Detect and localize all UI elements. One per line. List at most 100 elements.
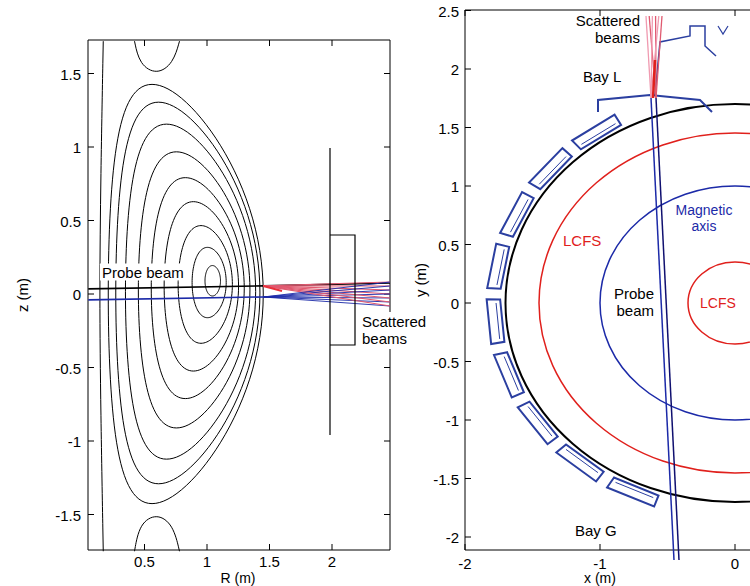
flux-surface bbox=[116, 102, 260, 484]
tick-label: 0 bbox=[73, 287, 81, 302]
tick-label: -2 bbox=[458, 556, 471, 571]
divertor-line bbox=[135, 517, 180, 552]
beam-label: Scattered beams bbox=[360, 312, 436, 349]
scattered-beam bbox=[263, 286, 390, 302]
tick-label: 0 bbox=[451, 296, 459, 311]
lcfs-outer bbox=[539, 133, 750, 473]
scattered-beam bbox=[653, 60, 655, 98]
axis-title: y (m) bbox=[413, 263, 428, 297]
tick-mark bbox=[465, 10, 471, 11]
open-field-line bbox=[100, 41, 103, 551]
lcfs-inner bbox=[688, 262, 750, 344]
bay-port-flange bbox=[581, 124, 615, 145]
tick-mark bbox=[465, 544, 466, 550]
tick-mark bbox=[144, 544, 145, 550]
bay-l-structure bbox=[718, 26, 728, 34]
tick-mark bbox=[88, 147, 94, 148]
tick-mark bbox=[384, 367, 390, 368]
tick-mark bbox=[207, 40, 208, 46]
tick-label: 0.5 bbox=[134, 554, 155, 569]
bay-port bbox=[500, 192, 534, 237]
surface-label: LCFS bbox=[563, 233, 601, 248]
flux-surface bbox=[108, 84, 263, 503]
tick-mark bbox=[735, 10, 736, 16]
tick-mark bbox=[207, 544, 208, 550]
tick-mark bbox=[88, 220, 94, 221]
tick-label: -0.5 bbox=[55, 360, 81, 375]
beam-label: Probe beam bbox=[100, 264, 186, 281]
surface-label: LCFS bbox=[700, 296, 736, 310]
tick-mark bbox=[465, 10, 466, 16]
tick-label: -1 bbox=[68, 434, 81, 449]
tick-label: 0 bbox=[731, 556, 739, 571]
tick-mark bbox=[384, 514, 390, 515]
probe-beam bbox=[656, 98, 679, 560]
bay-port bbox=[518, 402, 558, 445]
scattered-beam bbox=[651, 16, 659, 98]
scattered-beam bbox=[263, 286, 390, 297]
bay-port-flange bbox=[496, 303, 500, 339]
bay-port bbox=[607, 478, 658, 507]
bay-port-flange bbox=[510, 199, 528, 232]
beam-label: Scattered beams bbox=[566, 12, 640, 47]
flux-surface bbox=[192, 247, 226, 317]
tick-mark bbox=[332, 544, 333, 550]
tick-label: 2.5 bbox=[438, 3, 459, 18]
tick-mark bbox=[465, 478, 471, 479]
tick-mark bbox=[88, 367, 94, 368]
detector-plane bbox=[329, 148, 330, 435]
tick-label: 1 bbox=[203, 554, 211, 569]
bay-port-flange bbox=[566, 449, 598, 472]
tick-mark bbox=[88, 294, 94, 295]
vessel-wall bbox=[506, 104, 750, 502]
tick-label: 0.5 bbox=[60, 213, 81, 228]
tick-label: 1 bbox=[451, 179, 459, 194]
bay-port bbox=[529, 148, 572, 189]
tick-mark bbox=[384, 441, 390, 442]
tick-mark bbox=[465, 361, 471, 362]
tick-label: -1 bbox=[446, 413, 459, 428]
axis-title: z (m) bbox=[15, 278, 30, 312]
bay-port bbox=[487, 299, 505, 344]
tick-mark bbox=[465, 127, 471, 128]
port-label: Bay L bbox=[583, 69, 621, 84]
tick-label: -1.5 bbox=[55, 507, 81, 522]
tick-label: 0.5 bbox=[438, 237, 459, 252]
probe-beam bbox=[651, 98, 674, 560]
tick-mark bbox=[384, 73, 390, 74]
bay-port-flange bbox=[616, 482, 654, 497]
tick-mark bbox=[465, 303, 471, 304]
flux-surface bbox=[178, 226, 232, 344]
scattered-beam bbox=[656, 16, 662, 98]
scattered-beam bbox=[263, 286, 282, 291]
axis-title: R (m) bbox=[221, 571, 256, 585]
tick-mark bbox=[269, 40, 270, 46]
tick-label: -2 bbox=[446, 530, 459, 545]
bay-port bbox=[487, 244, 509, 289]
bay-l-port bbox=[598, 95, 712, 112]
tick-mark bbox=[465, 186, 471, 187]
bay-l-structure bbox=[655, 26, 716, 95]
tick-mark bbox=[88, 514, 94, 515]
tick-mark bbox=[465, 537, 471, 538]
tick-mark bbox=[384, 220, 390, 221]
tick-label: 1.5 bbox=[60, 66, 81, 81]
tick-mark bbox=[600, 544, 601, 550]
tick-mark bbox=[269, 544, 270, 550]
tick-mark bbox=[465, 69, 471, 70]
flux-surface bbox=[205, 266, 221, 296]
tick-label: -1.5 bbox=[433, 471, 459, 486]
tick-label: 2 bbox=[451, 62, 459, 77]
bay-port-flange bbox=[497, 249, 504, 285]
bay-port-flange bbox=[528, 407, 552, 437]
beam-label: Probe beam bbox=[606, 285, 654, 320]
axes-frame bbox=[88, 40, 390, 550]
axes-frame bbox=[465, 10, 750, 11]
tick-label: -1 bbox=[593, 556, 606, 571]
bay-port-flange bbox=[504, 357, 518, 391]
bay-port bbox=[494, 352, 524, 397]
tick-mark bbox=[465, 244, 471, 245]
divertor-line bbox=[135, 41, 180, 71]
tick-mark bbox=[384, 147, 390, 148]
